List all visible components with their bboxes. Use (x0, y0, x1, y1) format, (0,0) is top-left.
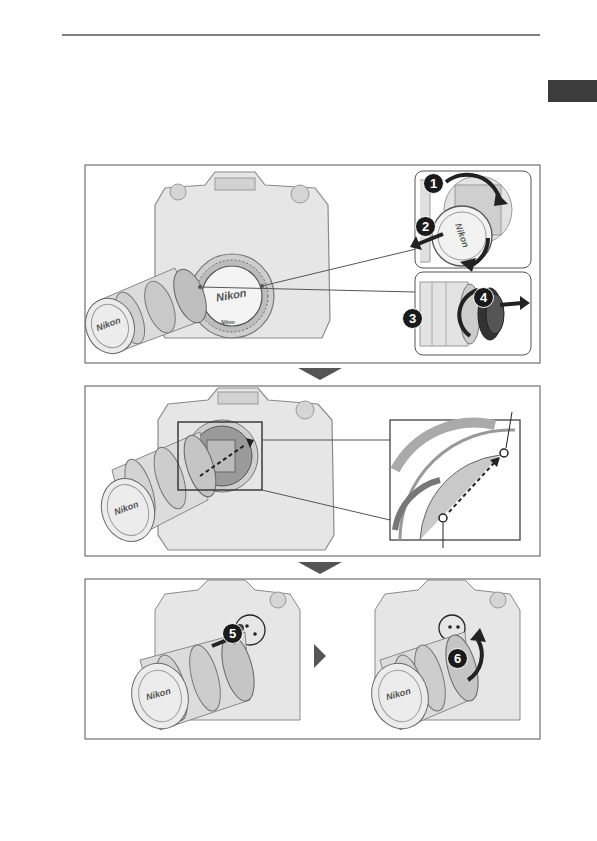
step-panel (85, 165, 540, 363)
callout-number: 6 (447, 648, 468, 669)
brand-logo: Nikon (215, 287, 247, 303)
callout-number: 5 (222, 623, 243, 644)
rear-cap-inset (415, 272, 531, 355)
lens (364, 632, 484, 736)
section-tab (548, 80, 597, 102)
callout-number: 1 (423, 173, 444, 194)
body-cap-inset (410, 171, 531, 272)
brand-logo: Nikon (113, 500, 140, 517)
brand-logo: Nikon (221, 320, 235, 325)
brand-logo: Nikon (385, 687, 411, 702)
brand-logo: Nikon (145, 687, 171, 702)
lens (124, 632, 260, 736)
header-rule (62, 35, 540, 36)
step-arrow (298, 562, 342, 574)
step-arrow (298, 368, 342, 380)
leader-line (262, 490, 390, 520)
alignment-arrow (200, 445, 245, 476)
step-panel (85, 579, 540, 739)
brand-logo: Nikon (453, 222, 470, 249)
rotation-arrow (468, 640, 482, 680)
callout-number: 2 (415, 216, 436, 237)
step-panel (85, 386, 540, 556)
leader-line (262, 244, 437, 286)
callout-number: 4 (473, 287, 494, 308)
mount-inset (390, 420, 520, 540)
step-arrow (314, 644, 326, 668)
brand-logo: Nikon (95, 316, 122, 333)
leader-line (262, 440, 390, 441)
lens (78, 265, 213, 361)
highlight-frame (178, 422, 262, 490)
leader-line (506, 412, 512, 448)
callout-number: 3 (402, 308, 423, 329)
leader-line (443, 523, 444, 548)
